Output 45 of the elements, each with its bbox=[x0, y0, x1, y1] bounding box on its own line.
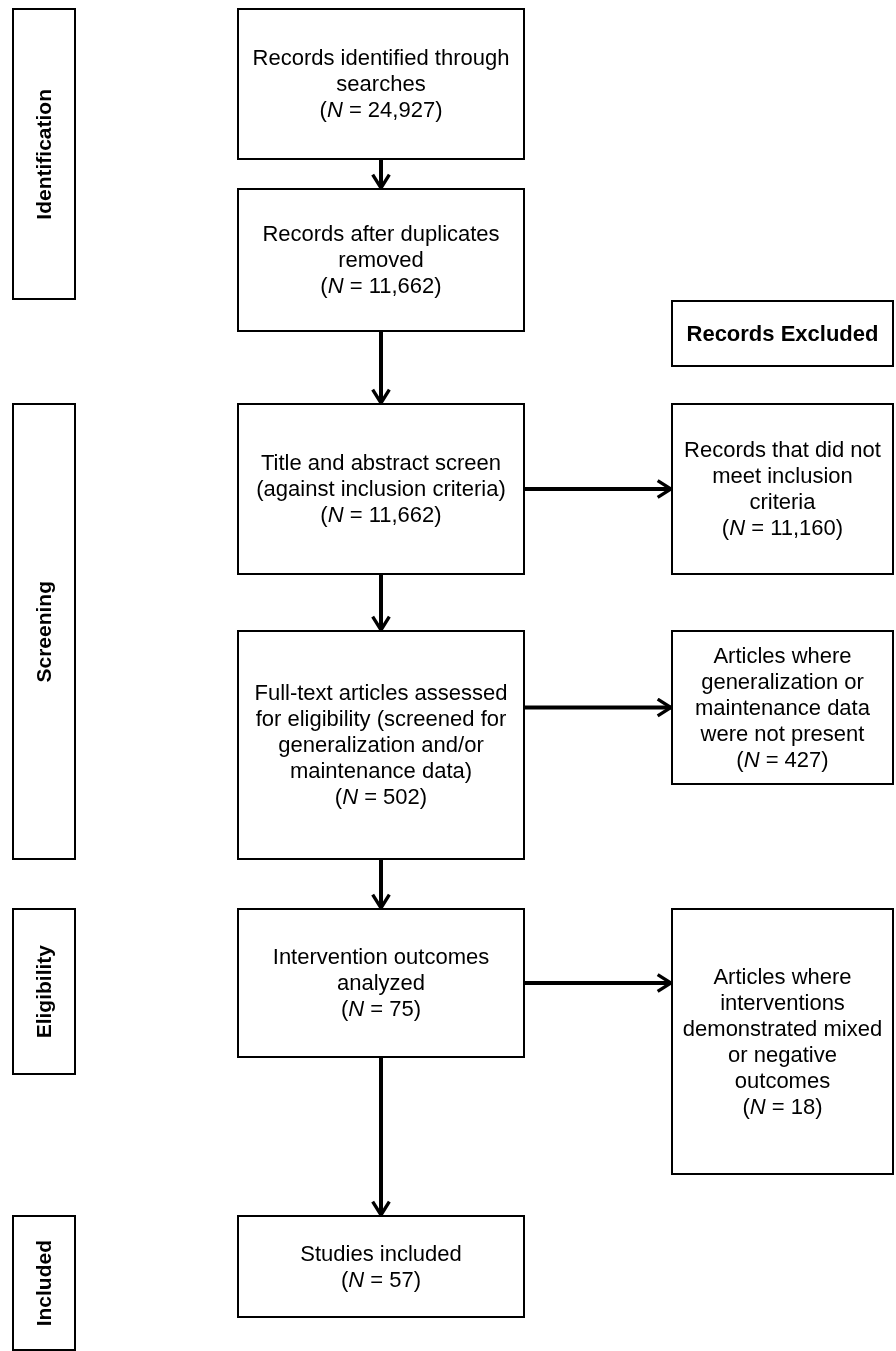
box-text: (N = 427) bbox=[736, 746, 829, 773]
arrow bbox=[371, 160, 391, 190]
process-box bbox=[237, 908, 525, 1058]
phase-band bbox=[12, 908, 76, 1075]
column-header: Records Excluded bbox=[686, 320, 879, 347]
arrow bbox=[525, 697, 673, 718]
column-header-box bbox=[671, 300, 894, 367]
phase-band bbox=[12, 403, 76, 860]
process-box bbox=[671, 630, 894, 785]
box-text: Records that did not meet inclusion criteria bbox=[683, 437, 882, 515]
arrow bbox=[371, 1058, 391, 1217]
box-text: Records after duplicates removed bbox=[261, 221, 501, 273]
box-text: (N = 24,927) bbox=[319, 97, 443, 123]
box-text: Articles where interventions demonstrated mixed or negative outcomes bbox=[681, 963, 884, 1094]
process-box bbox=[237, 8, 525, 160]
arrow bbox=[525, 973, 673, 993]
process-box bbox=[237, 403, 525, 575]
phase-band bbox=[12, 1215, 76, 1351]
box-text: (N = 18) bbox=[742, 1093, 823, 1120]
box-text: (N = 75) bbox=[340, 996, 422, 1022]
phase-band bbox=[12, 8, 76, 300]
arrow bbox=[525, 479, 673, 499]
arrow bbox=[371, 332, 391, 405]
box-text: Title and abstract screen (against inclusion criteria) bbox=[255, 450, 507, 502]
box-text: Records identified through searches bbox=[251, 45, 511, 97]
box-text: (N = 57) bbox=[340, 1266, 422, 1293]
box-text: (N = 11,160) bbox=[721, 515, 844, 541]
arrow bbox=[371, 575, 391, 632]
box-text: Studies included bbox=[300, 1240, 462, 1267]
box-text: Intervention outcomes analyzed bbox=[271, 944, 491, 996]
phase-label: Identification bbox=[32, 88, 56, 220]
process-box bbox=[671, 403, 894, 575]
process-box bbox=[237, 630, 525, 860]
arrow bbox=[371, 860, 391, 910]
box-text: (N = 502) bbox=[334, 784, 428, 810]
process-box bbox=[671, 908, 894, 1175]
box-text: Articles where generalization or maintenance data were not present bbox=[694, 642, 871, 747]
box-text: Full-text articles assessed for eligibility (screened for generalization and/or maintenance data) bbox=[253, 680, 509, 784]
phase-label: Included bbox=[32, 1239, 56, 1327]
process-box bbox=[237, 1215, 525, 1318]
process-box bbox=[237, 188, 525, 332]
phase-label: Eligibility bbox=[32, 944, 56, 1039]
box-text: (N = 11,662) bbox=[320, 273, 442, 299]
phase-label: Screening bbox=[32, 580, 56, 683]
box-text: (N = 11,662) bbox=[320, 502, 442, 528]
